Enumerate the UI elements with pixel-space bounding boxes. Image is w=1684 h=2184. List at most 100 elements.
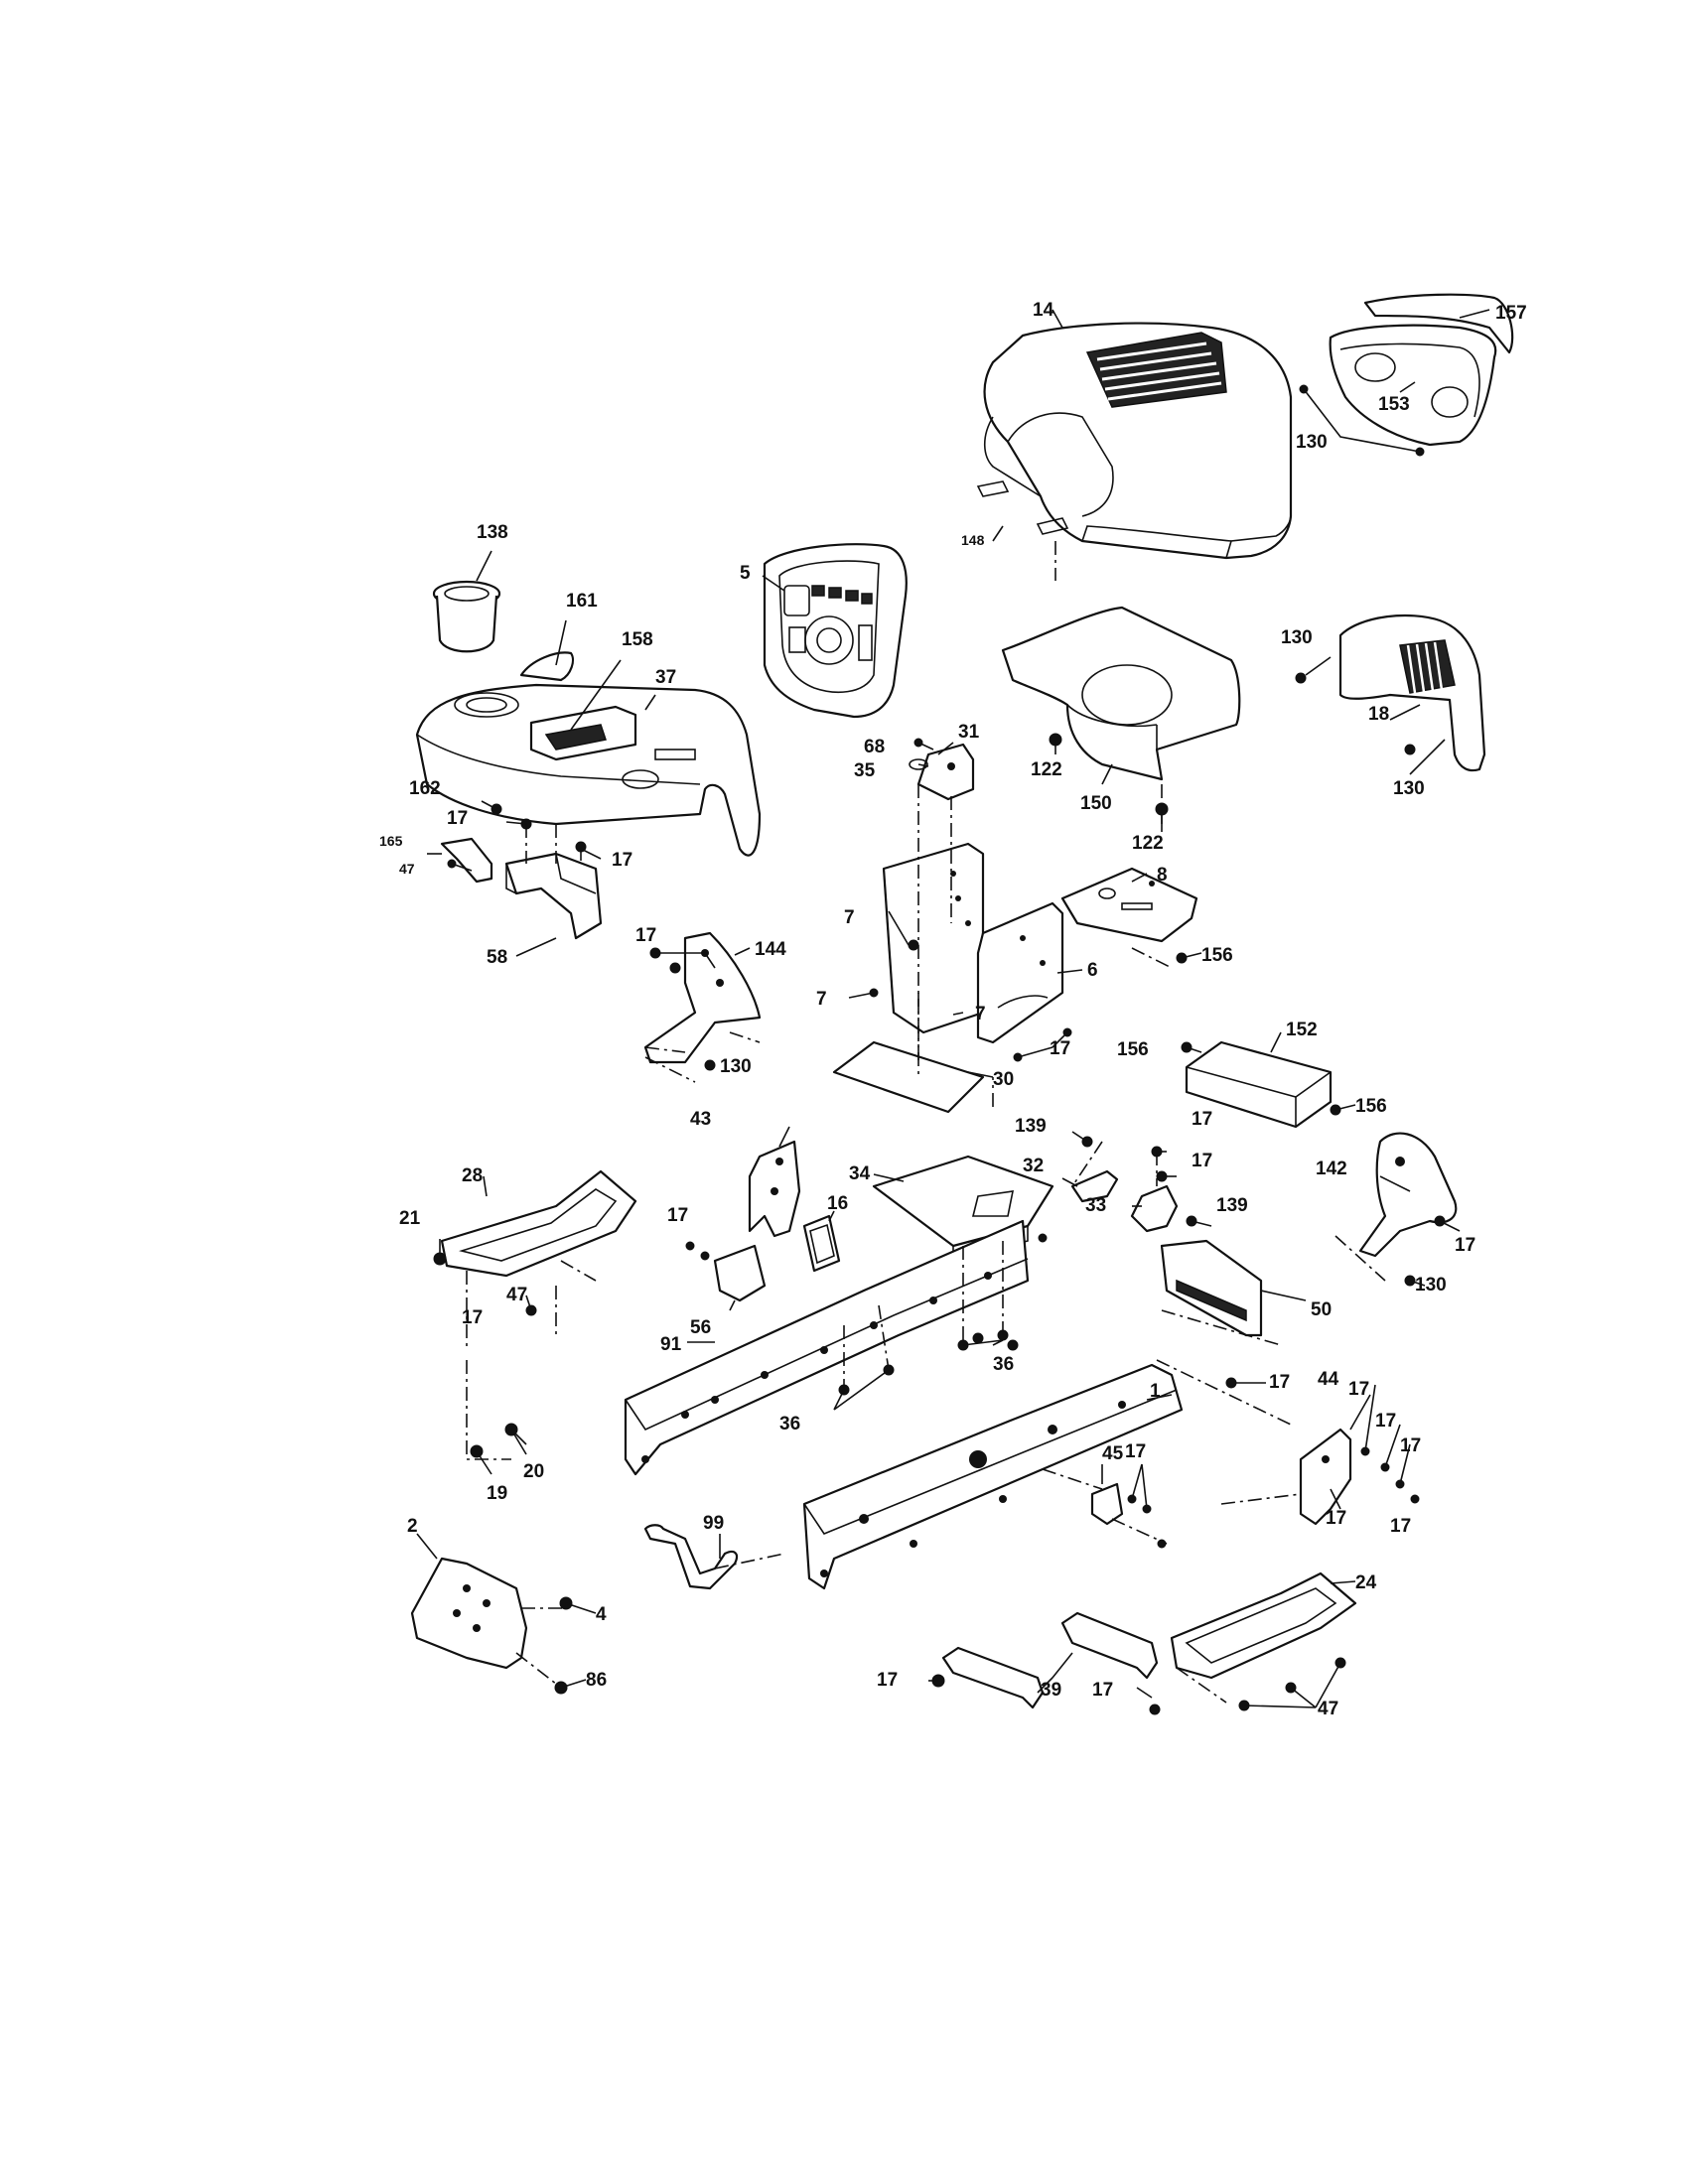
callout-47: 47 — [506, 1285, 527, 1305]
callout-130: 130 — [1393, 778, 1425, 799]
callout-165: 165 — [379, 833, 403, 849]
callout-17: 17 — [1455, 1235, 1475, 1256]
bracket-part-56 — [685, 1241, 767, 1302]
callout-17: 17 — [1390, 1516, 1411, 1537]
body-part-37 — [415, 683, 762, 857]
callout-17: 17 — [612, 850, 632, 871]
callout-144: 144 — [755, 939, 786, 960]
callout-18: 18 — [1368, 704, 1389, 725]
bracket-part-39-right — [1060, 1611, 1161, 1715]
callout-148: 148 — [961, 532, 985, 548]
dash-support-part-6 — [869, 842, 1072, 1062]
fuel-cap-part-138 — [432, 580, 501, 653]
front-bracket-part-50 — [1160, 1239, 1263, 1389]
callout-156: 156 — [1201, 945, 1233, 966]
callout-1: 1 — [1150, 1381, 1161, 1402]
callout-17: 17 — [1348, 1379, 1369, 1400]
callout-17: 17 — [1400, 1435, 1421, 1456]
callout-47: 47 — [399, 861, 415, 877]
fasteners-part-19-20 — [470, 1423, 527, 1458]
frame-rail-part-1 — [802, 1363, 1184, 1590]
callout-37: 37 — [655, 667, 676, 688]
callout-130: 130 — [720, 1056, 752, 1077]
seat-pan-part-150 — [1001, 606, 1241, 781]
callout-150: 150 — [1080, 793, 1112, 814]
callout-17: 17 — [1192, 1151, 1212, 1171]
guide-part-16 — [802, 1214, 841, 1273]
callout-130: 130 — [1281, 627, 1313, 648]
callout-17: 17 — [462, 1307, 483, 1328]
callout-156: 156 — [1117, 1039, 1149, 1060]
callout-56: 56 — [690, 1317, 711, 1338]
callout-39: 39 — [1041, 1680, 1061, 1701]
callout-17: 17 — [667, 1205, 688, 1226]
callout-58: 58 — [487, 947, 507, 968]
bracket-part-33 — [1130, 1146, 1197, 1233]
callout-99: 99 — [703, 1513, 724, 1534]
callout-156: 156 — [1355, 1096, 1387, 1117]
callout-142: 142 — [1316, 1159, 1347, 1179]
callout-17: 17 — [1269, 1372, 1290, 1393]
callout-45: 45 — [1102, 1443, 1124, 1464]
callout-36: 36 — [993, 1354, 1014, 1375]
callout-122: 122 — [1132, 833, 1164, 854]
grille-part-153 — [1329, 324, 1497, 447]
callout-139: 139 — [1216, 1195, 1248, 1216]
callout-34: 34 — [849, 1163, 871, 1184]
callout-44: 44 — [1318, 1369, 1339, 1390]
callout-24: 24 — [1355, 1572, 1377, 1593]
callout-20: 20 — [523, 1461, 544, 1482]
bracket-part-43 — [748, 1140, 801, 1238]
callout-68: 68 — [864, 737, 885, 757]
callout-130: 130 — [1296, 432, 1328, 453]
callout-7: 7 — [844, 907, 855, 928]
callout-17: 17 — [635, 925, 656, 946]
callout-7: 7 — [975, 1004, 986, 1024]
bracket-part-44 — [1299, 1428, 1420, 1526]
lever-part-99 — [643, 1524, 739, 1590]
callout-130: 130 — [1415, 1275, 1447, 1296]
callout-2: 2 — [407, 1516, 418, 1537]
callout-4: 4 — [596, 1604, 607, 1625]
callout-152: 152 — [1286, 1020, 1318, 1040]
callout-17: 17 — [1326, 1508, 1346, 1529]
callout-21: 21 — [399, 1208, 421, 1229]
callout-30: 30 — [993, 1069, 1014, 1090]
dash-panel-part-5 — [763, 543, 908, 719]
callout-50: 50 — [1311, 1299, 1332, 1320]
callout-17: 17 — [1375, 1411, 1396, 1432]
callout-28: 28 — [462, 1165, 483, 1186]
callout-47: 47 — [1318, 1699, 1338, 1719]
front-grille-part-18 — [1338, 614, 1486, 772]
bracket-part-32 — [1070, 1136, 1119, 1203]
callout-157: 157 — [1495, 303, 1527, 324]
scattered-fasteners — [972, 384, 1425, 1351]
callout-17: 17 — [1092, 1680, 1113, 1701]
callout-17: 17 — [1192, 1109, 1212, 1130]
callout-35: 35 — [854, 760, 876, 781]
callout-32: 32 — [1023, 1156, 1044, 1176]
callout-158: 158 — [622, 629, 653, 650]
callout-17: 17 — [1050, 1038, 1070, 1059]
callout-17: 17 — [877, 1670, 898, 1691]
callout-161: 161 — [566, 591, 598, 612]
hood-trim-part-157 — [1363, 293, 1514, 354]
callout-5: 5 — [740, 563, 751, 584]
callout-162: 162 — [409, 778, 441, 799]
callout-17: 17 — [1125, 1441, 1146, 1462]
bracket-part-58 — [440, 803, 603, 940]
callout-14: 14 — [1033, 300, 1054, 321]
callout-139: 139 — [1015, 1116, 1047, 1137]
footrest-part-28 — [433, 1169, 637, 1316]
battery-part-152 — [1181, 1040, 1341, 1129]
callout-6: 6 — [1087, 960, 1098, 981]
callout-43: 43 — [690, 1109, 711, 1130]
assembly-lines — [466, 541, 1386, 1704]
callout-16: 16 — [827, 1193, 848, 1214]
callout-8: 8 — [1157, 865, 1168, 886]
callout-122: 122 — [1031, 759, 1062, 780]
footrest-part-24 — [1170, 1571, 1357, 1711]
callout-19: 19 — [487, 1483, 507, 1504]
bracket-part-144 — [643, 931, 762, 1071]
